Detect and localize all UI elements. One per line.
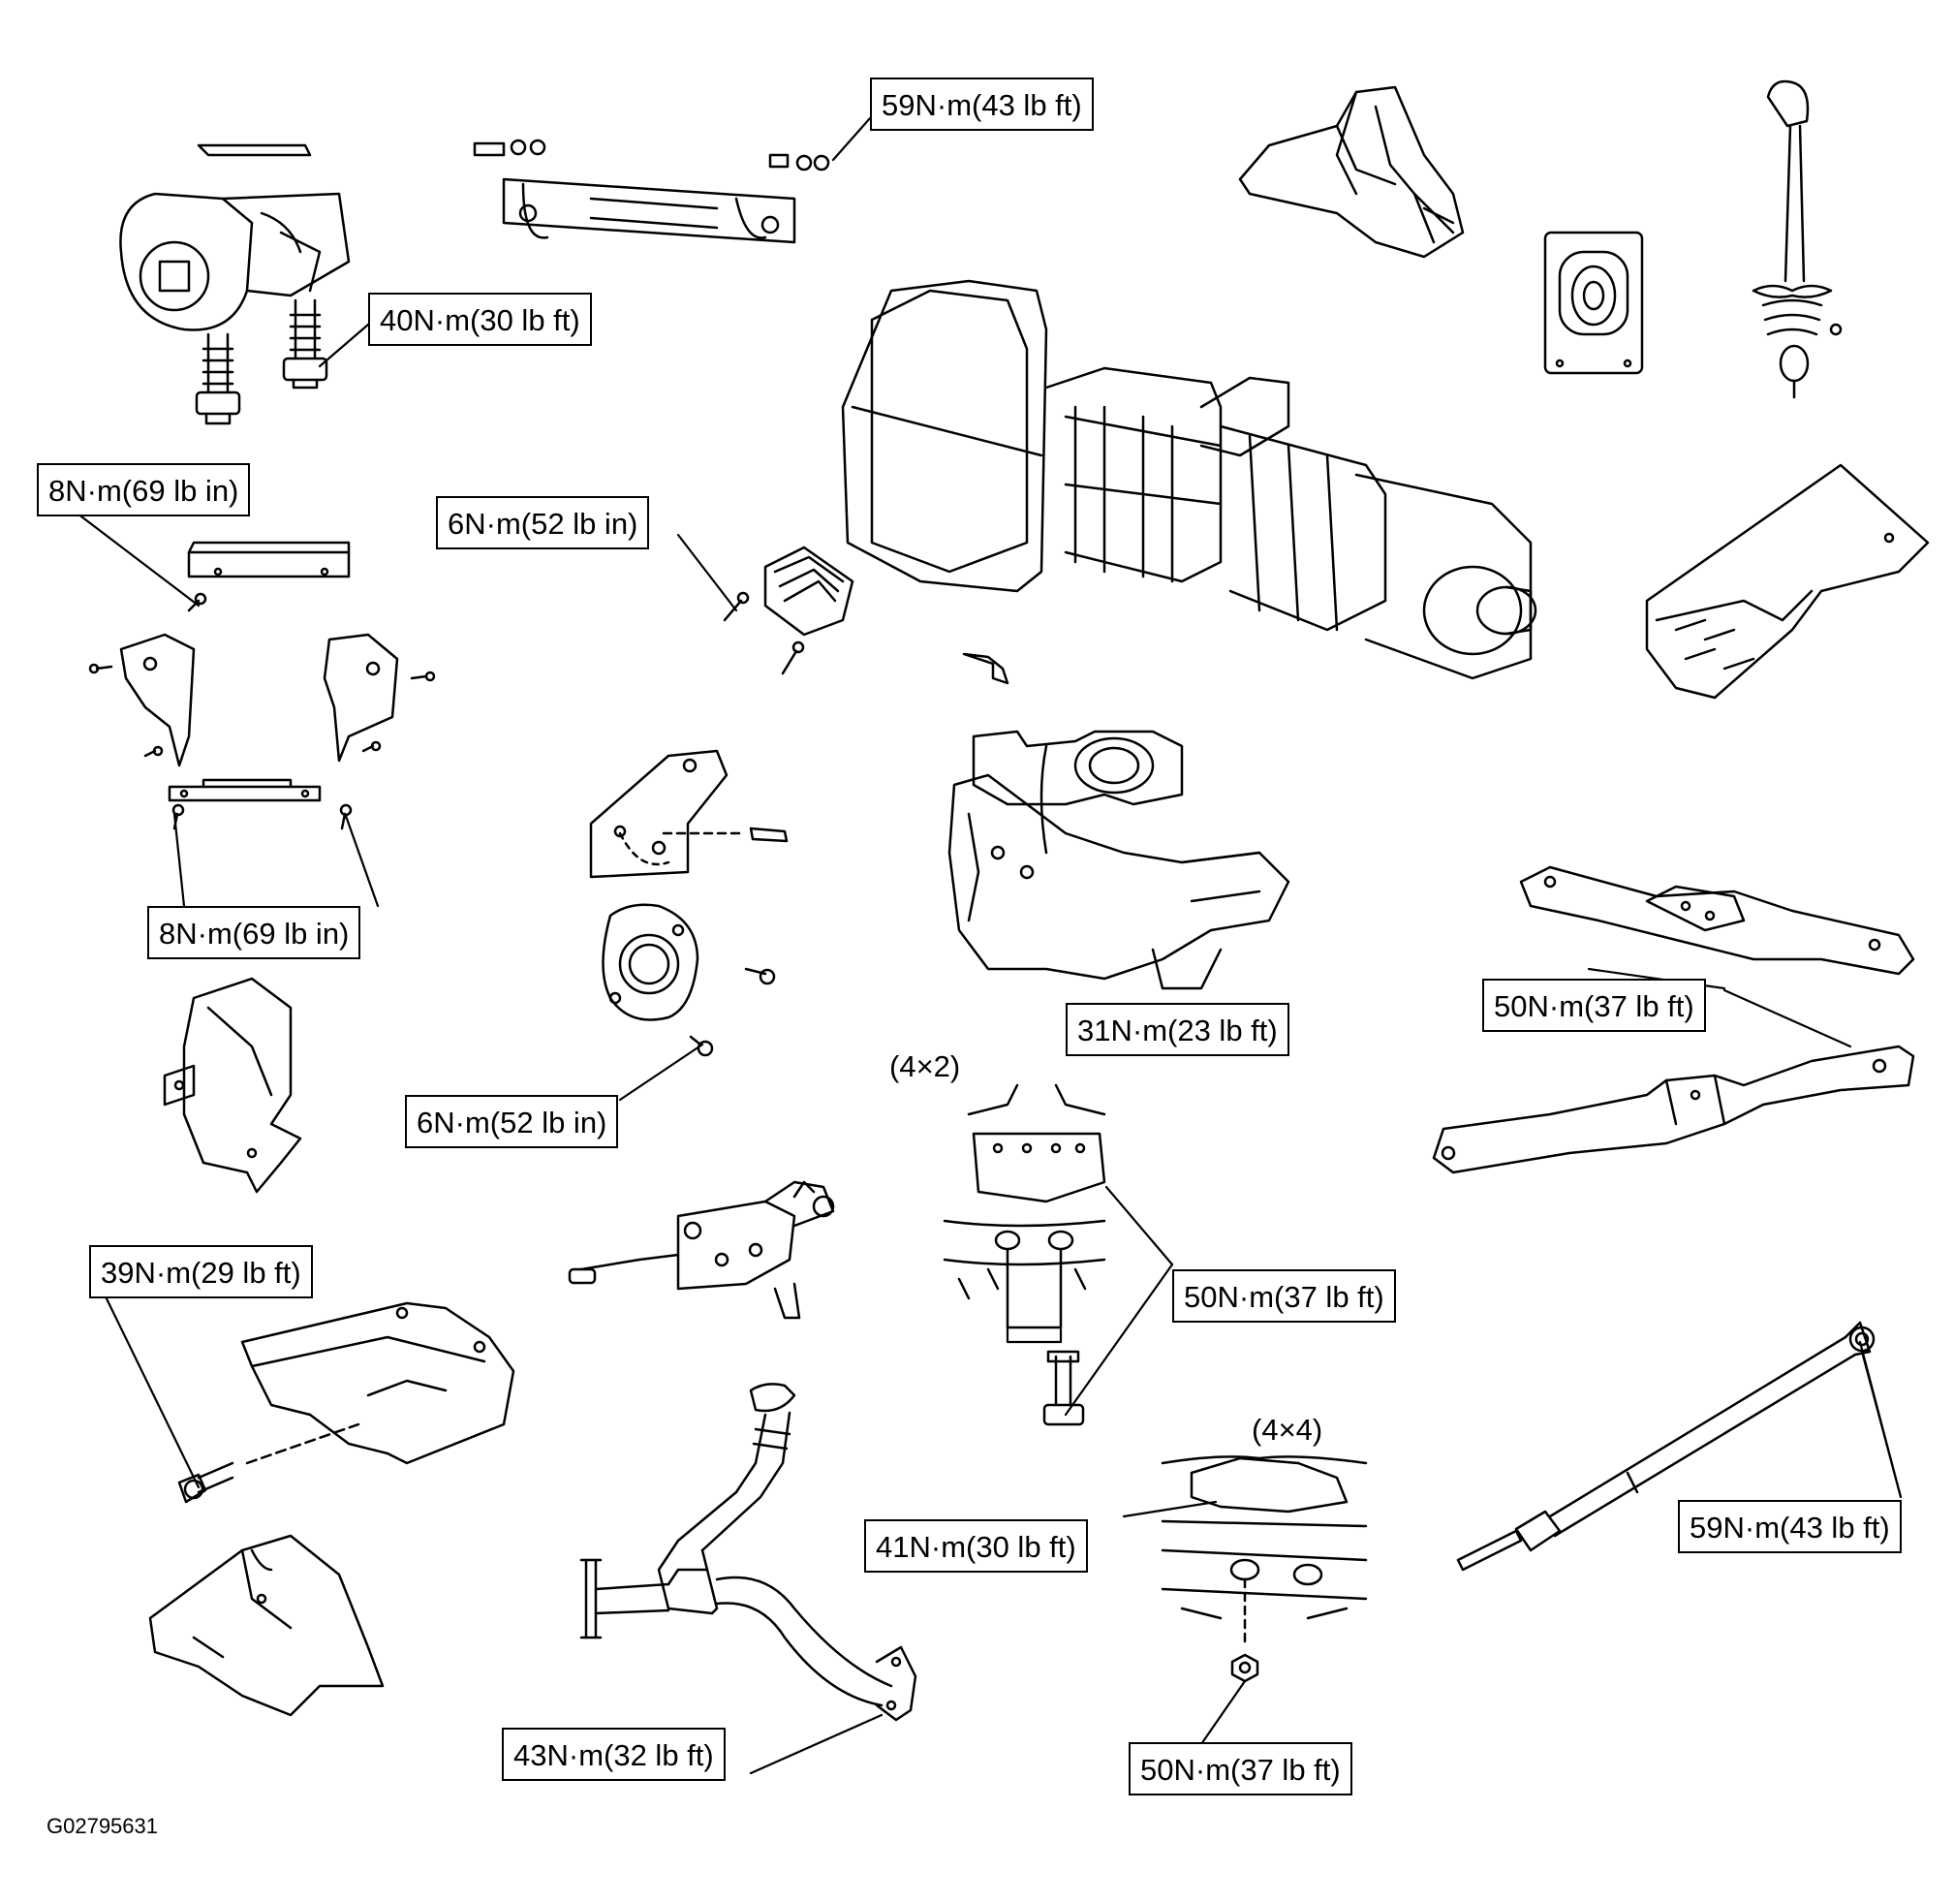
transfer-case-bolt-right [284,300,326,388]
shift-lever-plate-part [1545,233,1642,373]
front-driveshaft-part [475,140,828,242]
torque-callout: 59N·m(43 lb ft) [870,78,1094,131]
exhaust-y-pipe-part [581,1384,915,1720]
torque-callout: 50N·m(37 lb ft) [1482,979,1706,1032]
flange-nut [746,969,774,983]
rear-driveshaft-part [1458,1323,1874,1570]
torque-callout: 6N·m(52 lb in) [405,1095,619,1148]
leader-c39 [100,1287,201,1489]
leader-c6-upper [676,533,738,612]
screw-clip [189,594,205,610]
skid-plate-part [242,1303,513,1463]
leader-c40-transfer [318,323,370,368]
torque-callout: 6N·m(52 lb in) [436,496,650,549]
gear-shift-lever-part [1753,81,1841,397]
leader-c50-4x2-a [1104,1185,1174,1266]
leader-c50-cross-b [1722,988,1852,1048]
skid-plate-bolt [179,1463,233,1502]
extension-housing-part [949,732,1288,988]
dust-shield-left-part [90,635,194,765]
mount-4x2-part [945,1085,1104,1327]
variant-label-4x4: (4×4) [1252,1413,1323,1447]
screw-mid [783,642,803,673]
clip-bar-upper-part [189,543,349,577]
mount-bolt [964,654,1008,683]
torque-callout: 59N·m(43 lb ft) [1678,1500,1902,1553]
shift-boot-part [1240,87,1463,257]
transfer-case-part [120,145,349,330]
side-cover-part [165,979,300,1192]
torque-callout: 8N·m(69 lb in) [147,906,361,959]
leader-c59-driveshaft-b [1860,1350,1903,1499]
dust-shield-right-part [325,635,434,761]
torque-callout: 8N·m(69 lb in) [37,463,251,516]
mount-4x4-nut [1232,1655,1257,1681]
torque-callout: 31N·m(23 lb ft) [1066,1003,1289,1056]
shield-plate-lower [170,780,320,800]
torque-callout: 43N·m(32 lb ft) [502,1728,726,1781]
transfer-case-bolt-left [197,334,239,423]
bracket-part [591,751,787,877]
clutch-slave-cylinder-part [570,1182,833,1318]
leader-c8-lower-left [172,812,186,908]
leader-c6-lower [618,1043,704,1102]
torque-callout: 41N·m(30 lb ft) [864,1519,1088,1573]
figure-code: G02795631 [47,1814,158,1838]
transmission-part [843,281,1535,678]
lower-shield-part [150,1536,383,1715]
leader-c41 [1122,1500,1218,1518]
leader-c8-lower-right [344,814,380,908]
transmission-shield-right-part [1647,465,1928,698]
mount-4x2-bolt [1044,1352,1083,1424]
leader-c50-4x4 [1199,1679,1247,1746]
mount-4x4-part [1163,1456,1366,1647]
torque-callout: 50N·m(37 lb ft) [1129,1742,1352,1795]
screw-upper [725,593,748,620]
leader-lines [76,116,1903,1775]
crossmember-upper-part [1521,867,1913,974]
exhaust-flange-part [604,905,698,1020]
torque-callout: 39N·m(29 lb ft) [89,1245,313,1298]
leader-c8-upper [76,512,201,608]
crossmember-lower-part [1434,1046,1913,1172]
variant-label-4x2: (4×2) [889,1049,961,1083]
torque-callout: 50N·m(37 lb ft) [1172,1269,1396,1323]
leader-c50-4x2-b [1064,1263,1174,1417]
torque-callout: 40N·m(30 lb ft) [368,293,592,346]
leader-c43 [749,1713,884,1775]
leader-c59-top [831,116,872,162]
bracket-4x2-bolts [1006,1326,1063,1344]
inspection-cover-part [765,547,853,635]
